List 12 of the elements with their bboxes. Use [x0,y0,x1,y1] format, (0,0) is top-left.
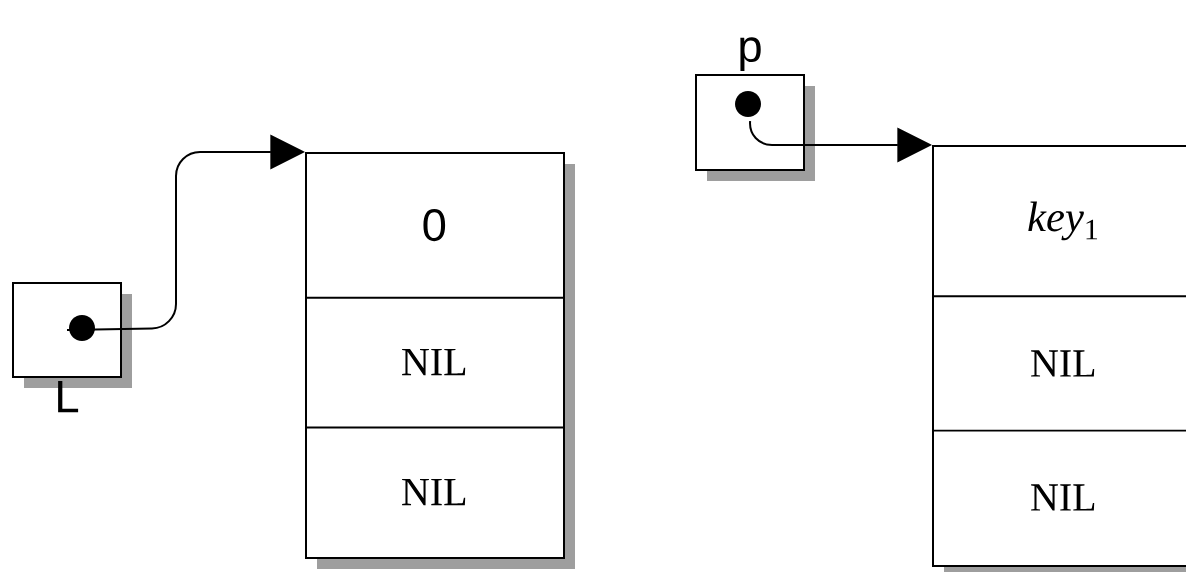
variable-name: L [58,380,79,413]
record-field: NIL [402,348,466,376]
record-field: NIL [402,478,466,506]
record-box [932,145,1186,567]
record-field: NIL [1031,350,1095,377]
record-field: 0 [423,209,446,242]
pointer-box [12,282,122,378]
record-field: NIL [1031,484,1095,511]
variable-name: p [740,37,761,72]
record-box [305,152,565,559]
pointer-box [695,74,805,171]
record-field: key$_{1}$ [1028,201,1097,241]
